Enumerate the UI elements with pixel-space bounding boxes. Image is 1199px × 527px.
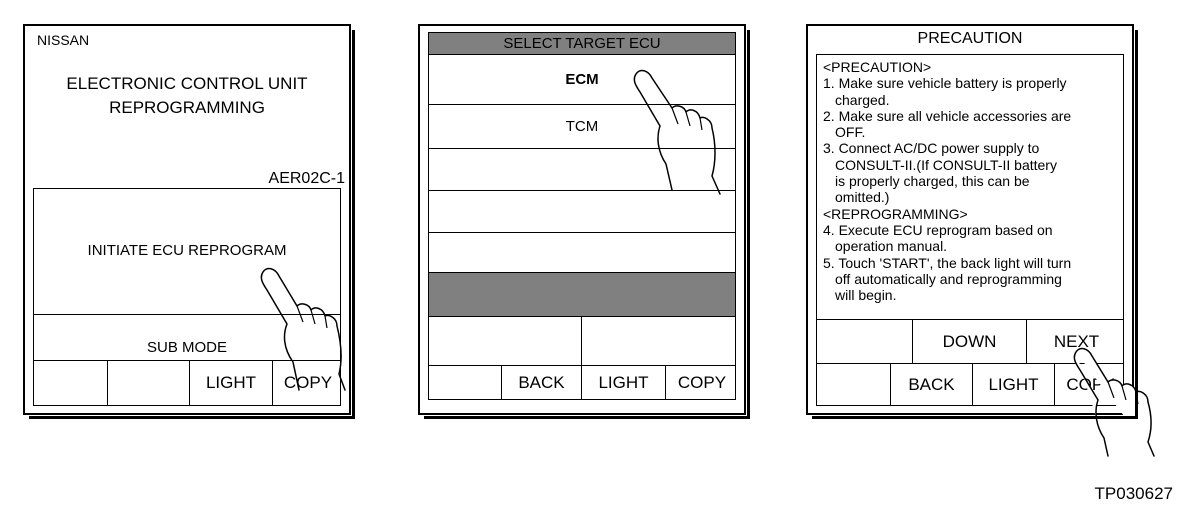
version-label: AER02C-1 [268,170,345,187]
precaution-line: will begin. [835,287,897,304]
panel-precaution: PRECAUTION <PRECAUTION>1. Make sure vehi… [806,24,1155,457]
initiate-ecu-reprogram-label: INITIATE ECU REPROGRAM [87,241,287,259]
ecu-item-empty-2[interactable] [429,191,735,233]
precaution-text: <PRECAUTION>1. Make sure vehicle battery… [823,59,1123,303]
light-button[interactable]: LIGHT [582,366,666,399]
bottom-button-bar: LIGHT COPY [33,361,341,406]
button-row-1: DOWN NEXT [816,319,1124,364]
copy-button[interactable]: COPY [1066,374,1115,394]
precaution-line: 3. Connect AC/DC power supply to [823,140,1040,157]
ecu-item-empty-1[interactable] [429,149,735,191]
precaution-line: operation manual. [835,238,948,255]
blank-button-row1[interactable] [817,320,913,363]
precaution-line: <PRECAUTION> [823,59,932,75]
panel-ecu-reprogramming: NISSAN ELECTRONIC CONTROL UNIT REPROGRAM… [23,24,355,419]
page-title: ELECTRONIC CONTROL UNIT REPROGRAMMING [25,72,349,120]
button-row-1 [429,317,735,366]
status-bar [429,273,735,317]
precaution-line: <REPROGRAMMING> [823,205,968,222]
blank-button-row2[interactable] [817,364,891,405]
panel-select-target-ecu: SELECT TARGET ECU ECM TCM BACK LIGHT COP… [418,24,750,419]
initiate-ecu-reprogram-button[interactable]: INITIATE ECU REPROGRAM [33,188,341,315]
precaution-header: PRECAUTION [917,30,1023,47]
precaution-line: 5. Touch 'START', the back light will tu… [823,254,1072,271]
precaution-line: charged. [835,91,890,108]
blank-button-row2-1[interactable] [429,366,502,399]
sub-mode-button[interactable]: SUB MODE [33,314,341,361]
ecu-item-tcm-label: TCM [565,118,599,135]
light-button[interactable]: LIGHT [190,361,273,405]
blank-button-row1-2[interactable] [582,317,738,365]
precaution-line: omitted.) [835,189,890,206]
blank-button-row1-1[interactable] [429,317,582,365]
button-row-2: BACK LIGHT COPY [816,364,1124,406]
copy-button[interactable]: COPY [677,372,727,392]
blank-button-1[interactable] [34,361,108,405]
list-header: SELECT TARGET ECU [429,33,735,55]
precaution-line: 4. Execute ECU reprogram based on [823,221,1053,238]
ecu-item-empty-3[interactable] [429,233,735,273]
page-title-line-1: ELECTRONIC CONTROL UNIT [66,74,308,93]
back-button[interactable]: BACK [891,364,973,405]
light-button[interactable]: LIGHT [973,364,1055,405]
select-target-ecu-list: SELECT TARGET ECU ECM TCM BACK LIGHT COP… [428,32,736,400]
precaution-line: 2. Make sure all vehicle accessories are [823,107,1072,124]
list-header-title: SELECT TARGET ECU [503,35,661,52]
copy-button[interactable]: COPY [283,373,333,392]
precaution-content: <PRECAUTION>1. Make sure vehicle battery… [816,54,1124,319]
ecu-item-tcm[interactable]: TCM [429,105,735,149]
blank-button-2[interactable] [108,361,190,405]
next-button[interactable]: NEXT [1053,331,1100,351]
ecu-item-ecm-label: ECM [565,71,599,88]
precaution-line: CONSULT-II.(If CONSULT-II battery [835,156,1057,173]
sub-mode-label: SUB MODE [146,339,227,356]
ecu-item-ecm[interactable]: ECM [429,55,735,105]
back-button[interactable]: BACK [502,366,582,399]
precaution-line: is properly charged, this can be [835,173,1030,190]
precaution-line: off automatically and reprogramming [835,270,1062,287]
precaution-line: 1. Make sure vehicle battery is properly [823,75,1067,92]
page-title-line-2: REPROGRAMMING [109,98,265,117]
brand-label: NISSAN [37,32,90,48]
button-row-2: BACK LIGHT COPY [429,366,735,399]
down-button[interactable]: DOWN [913,320,1027,363]
precaution-line: OFF. [835,124,866,141]
figure-code: TP030627 [1094,484,1173,503]
